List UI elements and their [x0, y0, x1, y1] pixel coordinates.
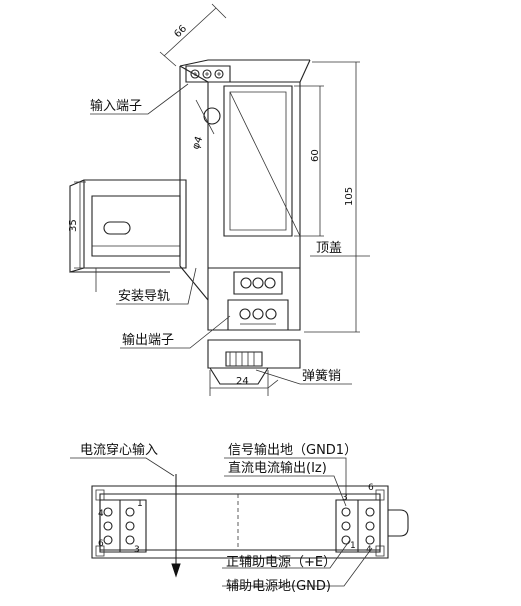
dim-35: 35	[68, 219, 79, 232]
pin-4-right: 4	[366, 545, 372, 555]
dim-60: 60	[310, 149, 321, 162]
left-terminal-block	[99, 499, 147, 553]
leader-lines	[90, 83, 370, 385]
pin-6-right: 6	[368, 483, 374, 493]
label-dc-out: 直流电流输出(Iz)	[228, 460, 327, 476]
right-terminal-block	[335, 499, 381, 553]
pin-3-left: 3	[134, 545, 140, 555]
spring-latch	[388, 509, 409, 537]
pin-1-left: 1	[137, 499, 143, 509]
dim-66: 66	[172, 23, 189, 40]
spring-pin	[225, 351, 263, 367]
pin-3-right: 3	[342, 493, 348, 503]
dim-24: 24	[236, 376, 249, 387]
label-rail: 安装导轨	[118, 289, 170, 304]
module-body	[179, 59, 311, 385]
dim-105: 105	[344, 187, 355, 206]
wiring-diagram: 电流穿心输入 信号输出地（GND1） 直流电流输出(Iz) 正辅助电源（+E） …	[70, 442, 409, 594]
label-signal-gnd: 信号输出地（GND1）	[228, 442, 357, 458]
pin-6-left: 6	[98, 539, 104, 549]
output-terminal-block	[227, 271, 289, 331]
label-current-input: 电流穿心输入	[80, 442, 158, 458]
label-output-terminal: 输出端子	[122, 332, 174, 348]
module-3d-drawing: 输入端子 安装导轨 输出端子 顶盖 弹簧销 66 60 105 35 24 φ4	[68, 3, 370, 396]
pin-4-left: 4	[98, 509, 104, 519]
dimension-lines	[74, 3, 360, 396]
label-top-cover: 顶盖	[316, 241, 342, 256]
dim-phi4: φ4	[190, 135, 205, 151]
label-input-terminal: 输入端子	[90, 98, 142, 114]
label-aux-gnd: 辅助电源地(GND)	[226, 579, 331, 594]
input-terminal-block	[185, 65, 231, 83]
pin-1-right: 1	[350, 541, 356, 551]
label-spring-pin: 弹簧销	[302, 368, 341, 384]
din-rail	[69, 179, 187, 292]
phi4-hole	[203, 107, 221, 125]
label-pos-aux: 正辅助电源（+E）	[226, 555, 336, 570]
